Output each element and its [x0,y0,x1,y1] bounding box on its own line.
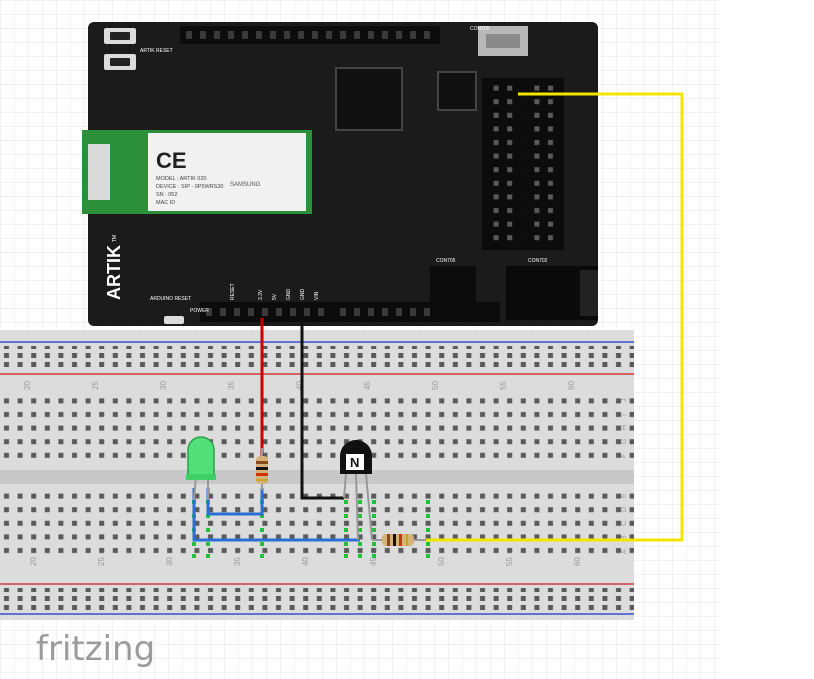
svg-text:CE: CE [156,148,187,173]
bottom-rail-holes [0,588,634,612]
black-wire [300,318,344,500]
top-header [180,26,440,44]
col-num: 45 [363,381,372,390]
col-num: 30 [159,381,168,390]
module-antenna [88,144,110,200]
svg-text:TM: TM [112,235,118,242]
fritzing-watermark: fritzing [36,629,155,669]
bottom-terminal-holes [0,488,634,558]
col-num: 60 [573,557,582,566]
pin-label: RESET [230,283,236,300]
header-label: CON705 [436,258,456,264]
side-labels: ARDUINO RESET POWER ARTIK RESET [140,48,209,314]
col-num: 50 [437,557,446,566]
col-num: 50 [431,381,440,390]
pin-label: 5V [272,293,278,300]
side-label: ARTIK RESET [140,48,173,54]
header-labels: CON700 CON702 CON705 [436,26,548,264]
col-num: 40 [301,557,310,566]
blue-wire-top [206,488,264,516]
col-num: 55 [505,557,514,566]
row-letters: J I H G F E D C B A [621,399,628,555]
row-letter: E [621,493,628,498]
col-num: 45 [369,557,378,566]
col-num: 55 [499,381,508,390]
top-header-pins [186,31,430,39]
artik-logo: ARTIK [104,245,124,300]
col-num: 35 [233,557,242,566]
chip-marking: SAMSUNG [230,182,261,188]
resistor-base [372,534,426,546]
arduino-reset-button [164,316,184,324]
col-num: 25 [91,381,100,390]
col-num: 25 [97,557,106,566]
module-line: MAC ID [156,200,175,206]
resistor-led [256,448,268,490]
col-num: 30 [165,557,174,566]
pin-label: 3.3V [258,289,264,300]
row-letter: C [621,521,628,526]
top-rail-holes [0,346,634,370]
column-numbers-bottom: 20 25 30 35 40 45 50 55 60 [29,557,582,566]
blue-wire-bottom [192,488,360,542]
module-line: DEVICE : SIP - 0P5WRS30 [156,184,223,190]
module-line: MODEL : ARTIK 020 [156,176,206,182]
col-num: 20 [29,557,38,566]
row-letter: I [621,414,628,416]
header-label: CON702 [528,258,548,264]
col-num: 20 [23,381,32,390]
secondary-chip [437,71,477,111]
row-letter: D [621,507,628,512]
module-label [148,133,306,211]
header-label: CON700 [470,26,490,32]
led-green [186,436,216,501]
transistor-label: N [350,455,359,470]
pin-label: VIN [314,291,320,300]
col-num: 40 [295,381,304,390]
npn-transistor: N [340,440,373,541]
column-numbers-top: 20 25 30 35 40 45 50 55 60 [23,381,576,390]
row-letter: B [621,535,628,540]
row-letter: H [621,425,628,430]
row-letter: F [621,454,628,458]
pin-labels: RESET 3.3V 5V GND GND VIN [230,283,320,300]
main-processor-chip [335,67,403,131]
row-letter: J [621,399,628,403]
pin-label: GND [286,289,292,301]
module-line: SN : 052 [156,192,177,198]
artik-board: CE SAMSUNG MODEL : ARTIK 020 DEVICE : SI… [82,22,598,326]
row-letter: A [621,549,628,554]
yellow-wire [426,92,684,542]
col-num: 35 [227,381,236,390]
bottom-header-pins [206,308,430,316]
pin-label: GND [300,289,306,301]
row-letter: G [621,439,628,444]
center-channel [0,470,634,484]
side-label: ARDUINO RESET [150,296,191,302]
side-label: POWER [190,308,209,314]
breadboard: 20 25 30 35 40 45 50 55 60 20 25 30 35 4… [0,330,634,620]
top-terminal-holes [0,392,634,462]
bottom-header [200,302,500,322]
col-num: 60 [567,381,576,390]
